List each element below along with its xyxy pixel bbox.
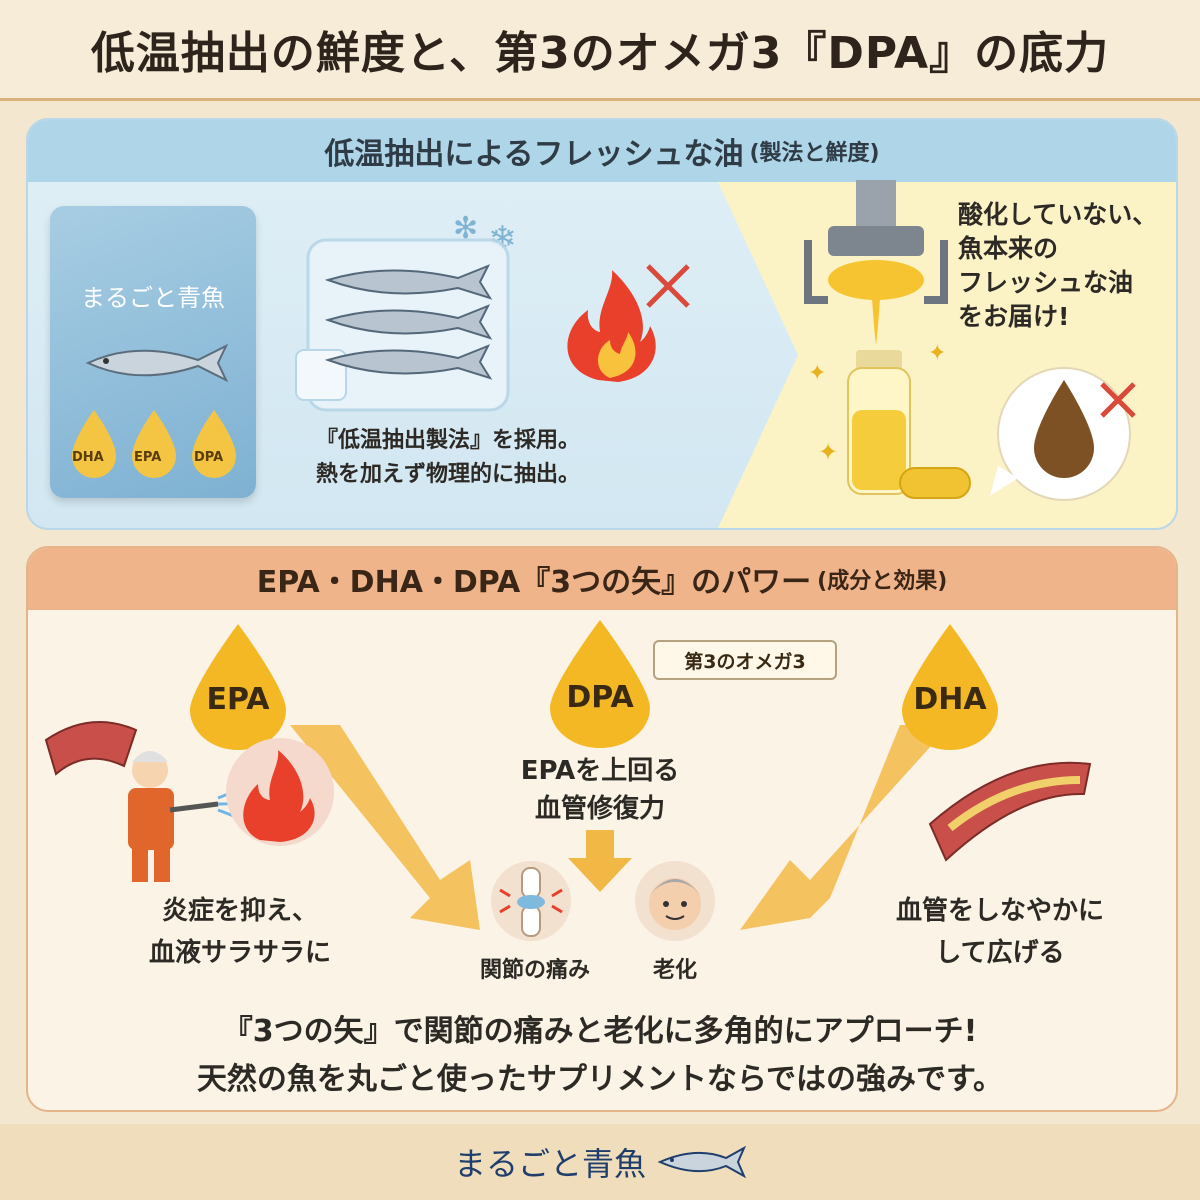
- pouch-drop-dha: DHA: [72, 450, 104, 465]
- fish-icon: [85, 343, 228, 383]
- epa-drop-icon: [190, 624, 286, 750]
- footer-brand: まるごと青魚: [453, 1145, 646, 1183]
- blood-vessel-icon: [928, 761, 1092, 862]
- oxidized-oil-icon: [990, 367, 1136, 501]
- dpa-drop-icon: [550, 620, 650, 748]
- no-heat-icon: [567, 264, 690, 382]
- section1-title: 低温抽出によるフレッシュな油 (製法と鮮度): [28, 120, 1176, 182]
- dpa-caption-line1: EPAを上回る: [520, 756, 680, 786]
- summary-line2: 天然の魚を丸ごと使ったサプリメントならではの強みです。: [196, 1062, 1004, 1097]
- extraction-line1: 『低温抽出製法』を採用。: [316, 428, 581, 453]
- footer-fish-icon: [657, 1145, 746, 1179]
- fresh-oil-description: 酸化していない、 魚本来の フレッシュな油 をお届け!: [958, 198, 1157, 334]
- fresh-line3: フレッシュな油: [958, 268, 1134, 297]
- section1-title-text: 低温抽出によるフレッシュな油: [324, 137, 744, 172]
- joint-pain-icon: [491, 861, 571, 941]
- svg-text:✦: ✦: [928, 341, 946, 366]
- epa-caption: 炎症を抑え、 血液サラサラに: [90, 890, 390, 974]
- fresh-oil-section: 低温抽出によるフレッシュな油 (製法と鮮度) まるごと青魚 DHA EPA DP…: [26, 118, 1178, 530]
- dpa-tag: 第3のオメガ3: [653, 640, 837, 680]
- product-pouch: まるごと青魚 DHA EPA DPA: [50, 206, 256, 498]
- section2-title: EPA・DHA・DPA『3つの矢』のパワー (成分と効果): [28, 548, 1176, 610]
- joint-pain-label: 関節の痛み: [479, 958, 590, 983]
- epa-caption-line2: 血液サラサラに: [148, 938, 331, 968]
- omega-drops-icon: [72, 410, 236, 478]
- dha-caption-line2: して広げる: [935, 938, 1065, 968]
- aging-label: 老化: [652, 958, 697, 983]
- fresh-line2: 魚本来の: [958, 234, 1059, 263]
- ice-fish-icon: ✻ ❄: [295, 211, 517, 412]
- extraction-line2: 熱を加えず物理的に抽出。: [316, 462, 581, 487]
- dpa-caption-line2: 血管修復力: [534, 794, 665, 824]
- dha-drop: DHA: [892, 620, 1008, 750]
- header: 低温抽出の鮮度と、第3のオメガ3『DPA』の底力: [0, 0, 1200, 101]
- dha-caption: 血管をしなやかに して広げる: [850, 890, 1150, 974]
- fresh-line4: をお届け!: [958, 302, 1070, 331]
- dpa-drop: DPA: [540, 616, 660, 750]
- epa-label: EPA: [206, 682, 270, 717]
- pouch-name: まるごと青魚: [81, 284, 225, 312]
- footer: まるごと青魚: [0, 1124, 1200, 1200]
- summary-line1: 『3つの矢』で関節の痛みと老化に多角的にアプローチ!: [222, 1014, 978, 1049]
- svg-text:✦: ✦: [808, 361, 826, 386]
- dpa-caption: EPAを上回る 血管修復力: [440, 752, 760, 828]
- section2-title-text: EPA・DHA・DPA『3つの矢』のパワー: [256, 565, 812, 600]
- pouch-drop-epa: EPA: [134, 450, 162, 465]
- fresh-line1: 酸化していない、: [958, 200, 1158, 229]
- extraction-description: 『低温抽出製法』を採用。 熱を加えず物理的に抽出。: [316, 424, 580, 492]
- pouch-drop-dpa: DPA: [194, 450, 224, 465]
- dha-drop-icon: [902, 624, 998, 750]
- page-title: 低温抽出の鮮度と、第3のオメガ3『DPA』の底力: [90, 28, 1110, 79]
- epa-drop: EPA: [180, 620, 296, 750]
- dpa-label: DPA: [566, 680, 634, 715]
- section1-title-sub: (製法と鮮度): [749, 141, 880, 166]
- oil-press-bottle-icon: ✦ ✦ ✦: [804, 180, 971, 499]
- dha-caption-line1: 血管をしなやかに: [895, 896, 1104, 926]
- section2-title-sub: (成分と効果): [817, 569, 948, 594]
- epa-caption-line1: 炎症を抑え、: [161, 896, 318, 926]
- summary-text: 『3つの矢』で関節の痛みと老化に多角的にアプローチ! 天然の魚を丸ごと使ったサプ…: [30, 1008, 1170, 1104]
- aging-face-icon: [635, 861, 715, 941]
- firefighter-fire-icon: [44, 721, 334, 882]
- svg-text:✦: ✦: [818, 438, 838, 466]
- dha-label: DHA: [913, 682, 987, 717]
